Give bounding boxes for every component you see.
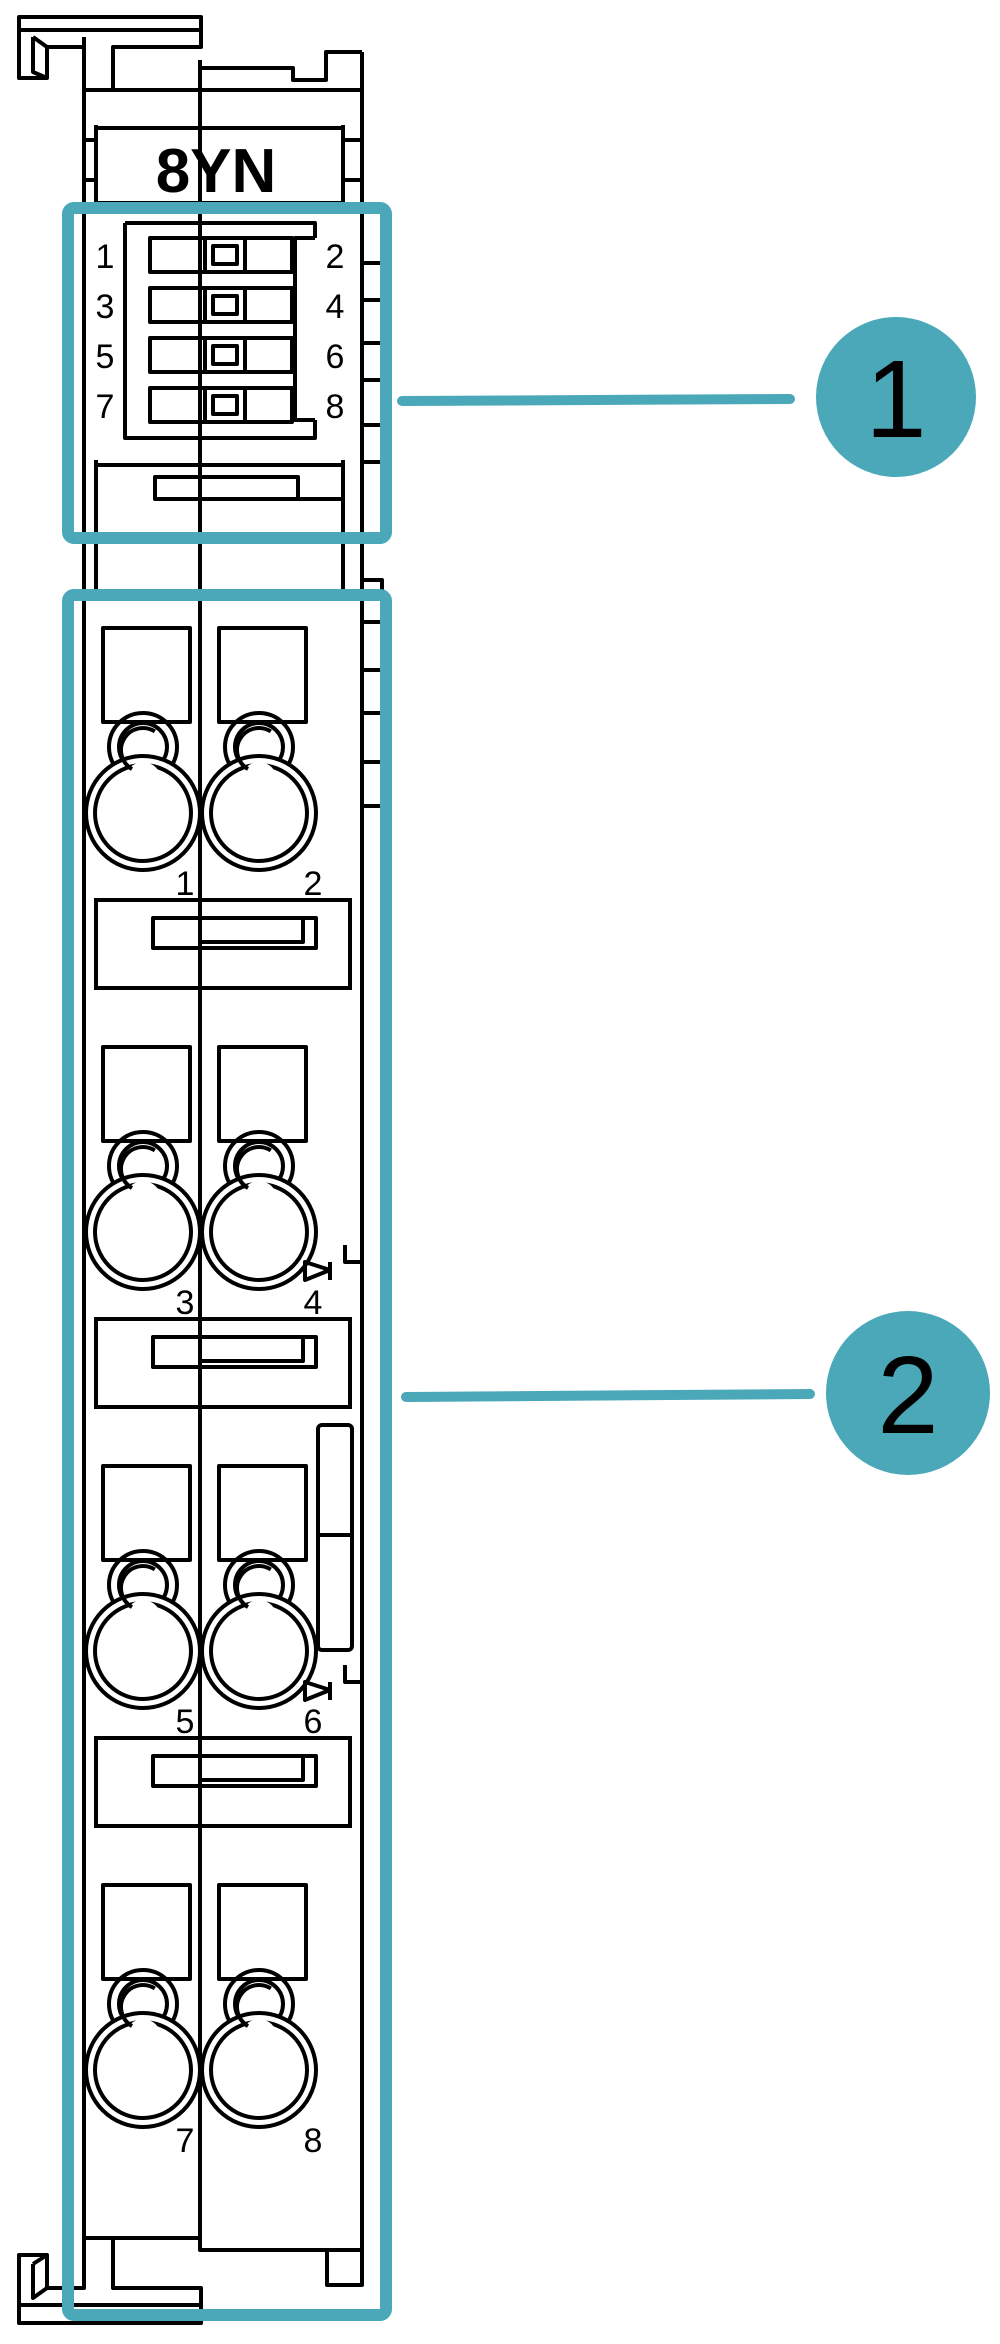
terminal-point[interactable]	[84, 1464, 202, 1710]
terminal-point[interactable]	[84, 626, 202, 872]
dip-number-right: 2	[326, 238, 345, 276]
dip-number-right: 6	[326, 338, 345, 376]
terminal-release-button	[217, 1883, 308, 1981]
callout-2-number: 2	[877, 1334, 938, 1457]
terminal-point[interactable]	[84, 1883, 202, 2129]
dip-number-right: 4	[326, 288, 345, 326]
terminal-release-button	[101, 626, 192, 724]
terminal-divider	[94, 898, 352, 990]
terminal-number-right: 2	[304, 865, 323, 903]
terminal-release-button	[101, 1045, 192, 1143]
highlight-terminal-area	[62, 589, 392, 2321]
callout-1: 1	[397, 317, 976, 477]
side-notch	[362, 261, 384, 302]
terminal-release-button	[217, 1464, 308, 1562]
terminal-point[interactable]	[84, 1045, 202, 1291]
dip-number-left: 3	[96, 288, 115, 326]
callout-2: 2	[401, 1311, 990, 1475]
terminal-number-right: 8	[304, 2122, 323, 2160]
terminal-point[interactable]	[200, 626, 318, 872]
terminal-point[interactable]	[200, 1464, 318, 1710]
terminal-divider	[94, 1317, 352, 1409]
side-notch	[362, 668, 384, 715]
terminal-number-right: 4	[304, 1284, 323, 1322]
dip-switch-row[interactable]	[148, 336, 294, 374]
side-notch	[362, 341, 384, 382]
terminal-number-left: 3	[176, 1284, 195, 1322]
dip-switch-row[interactable]	[148, 386, 294, 424]
terminal-number-left: 5	[176, 1703, 195, 1741]
dip-number-left: 5	[96, 338, 115, 376]
terminal-release-button	[217, 626, 308, 724]
side-notch	[362, 423, 384, 464]
dip-switch-row[interactable]	[148, 286, 294, 324]
dip-switch: 1 2 3 4 5 6 7 8	[96, 221, 345, 440]
terminal-release-button	[217, 1045, 308, 1143]
terminal-number-left: 1	[176, 865, 195, 903]
module-label: 8YN	[156, 137, 277, 206]
label-plate: 8YN	[84, 125, 362, 212]
terminal-point[interactable]	[200, 1045, 318, 1291]
side-latch-features	[303, 1245, 362, 1702]
highlight-dip-switch-area	[62, 202, 392, 544]
dip-number-left: 1	[96, 238, 115, 276]
callout-1-number: 1	[865, 338, 926, 461]
dip-number-left: 7	[96, 388, 115, 426]
side-notch	[362, 760, 384, 808]
terminal-release-button	[101, 1464, 192, 1562]
terminal-divider	[94, 1736, 352, 1828]
top-mounting-bracket	[17, 15, 203, 90]
terminal-release-button	[101, 1883, 192, 1981]
terminal-number-right: 6	[304, 1703, 323, 1741]
dip-switch-row[interactable]	[148, 236, 294, 274]
dip-latch	[94, 460, 345, 600]
terminal-number-left: 7	[176, 2122, 195, 2160]
dip-number-right: 8	[326, 388, 345, 426]
terminal-point[interactable]	[200, 1883, 318, 2129]
